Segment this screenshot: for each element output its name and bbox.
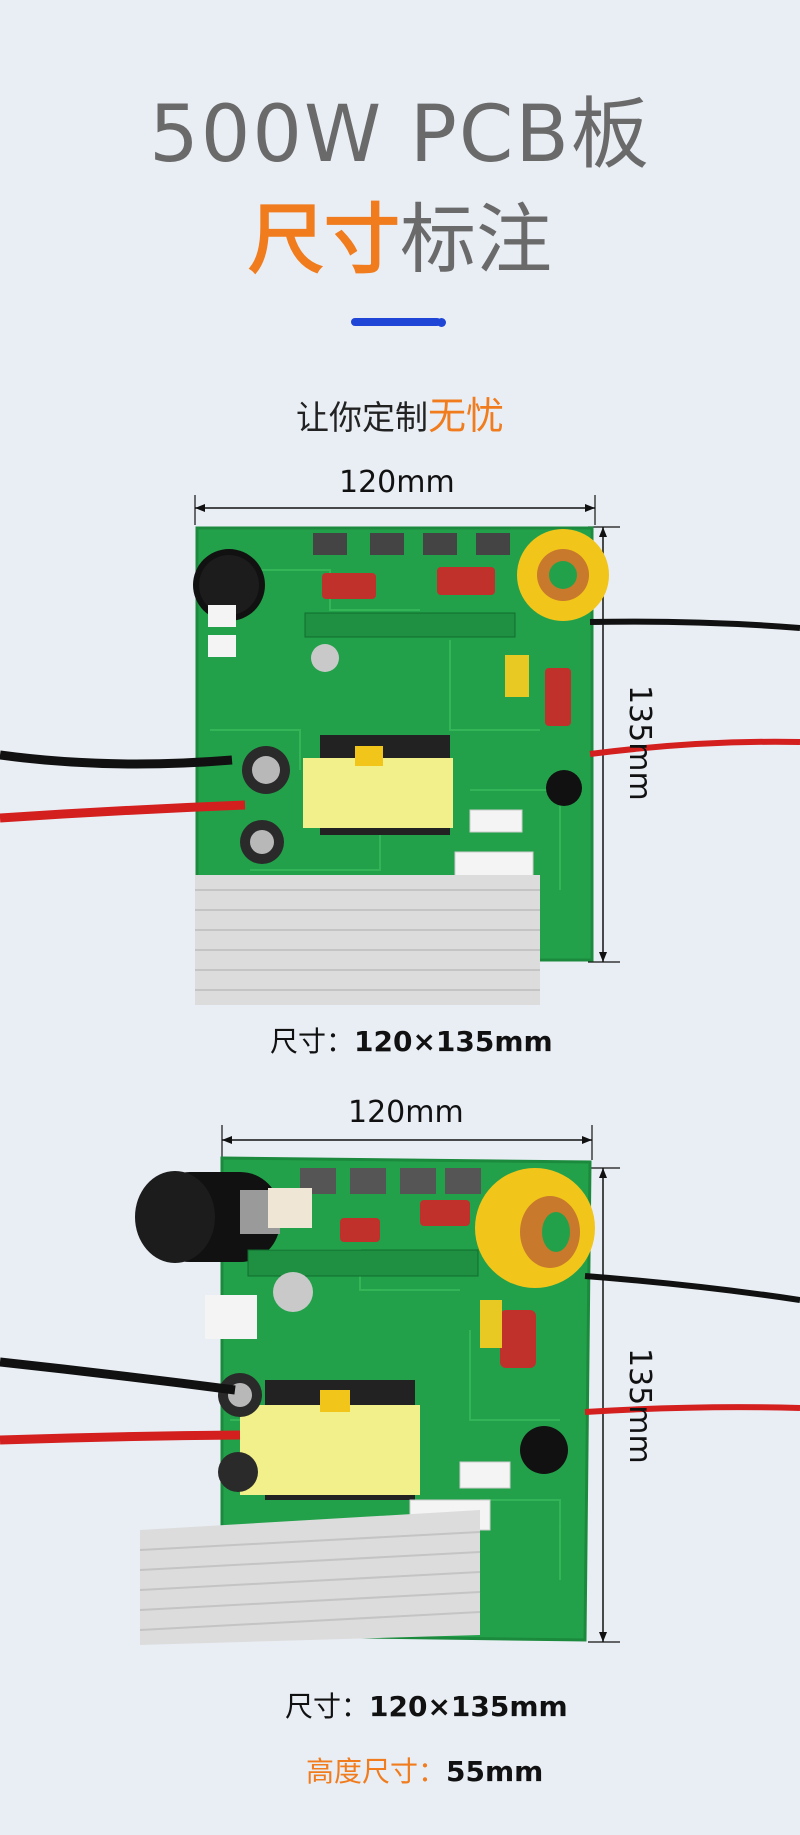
tagline-prefix: 让你定制 [295, 398, 428, 437]
board-top-height-label: 135mm [622, 685, 657, 801]
board-bottom-size-caption-value: 120×135mm [369, 1690, 568, 1723]
board-top-size-caption: 尺寸：120×135mm [270, 1020, 553, 1060]
subtitle-highlight: 尺寸 [248, 195, 400, 284]
board-bottom-height-label: 135mm [622, 1348, 657, 1464]
board-top-size-caption-label: 尺寸： [270, 1025, 355, 1058]
page-title: 500W PCB板 [149, 90, 651, 180]
pcb-board-top-image [0, 495, 800, 1005]
board-bottom-height-caption-value: 55mm [446, 1755, 544, 1788]
tagline-highlight: 无忧 [427, 394, 504, 438]
board-bottom-size-caption-label: 尺寸： [285, 1690, 370, 1723]
board-top-width-label: 120mm [339, 465, 455, 500]
page-subtitle: 尺寸标注 [0, 178, 800, 288]
board-bottom-size-caption: 尺寸：120×135mm [285, 1685, 568, 1725]
title-divider-dot [437, 318, 446, 327]
pcb-board-angled-image [0, 1125, 800, 1645]
board-bottom-height-caption-label: 高度尺寸： [306, 1755, 447, 1788]
subtitle-rest: 标注 [400, 195, 552, 284]
board-bottom-width-label: 120mm [348, 1095, 464, 1130]
tagline: 让你定制无忧 [0, 385, 800, 440]
board-top-size-caption-value: 120×135mm [354, 1025, 553, 1058]
board-bottom-height-caption: 高度尺寸：55mm [306, 1750, 543, 1790]
title-divider [351, 318, 441, 326]
